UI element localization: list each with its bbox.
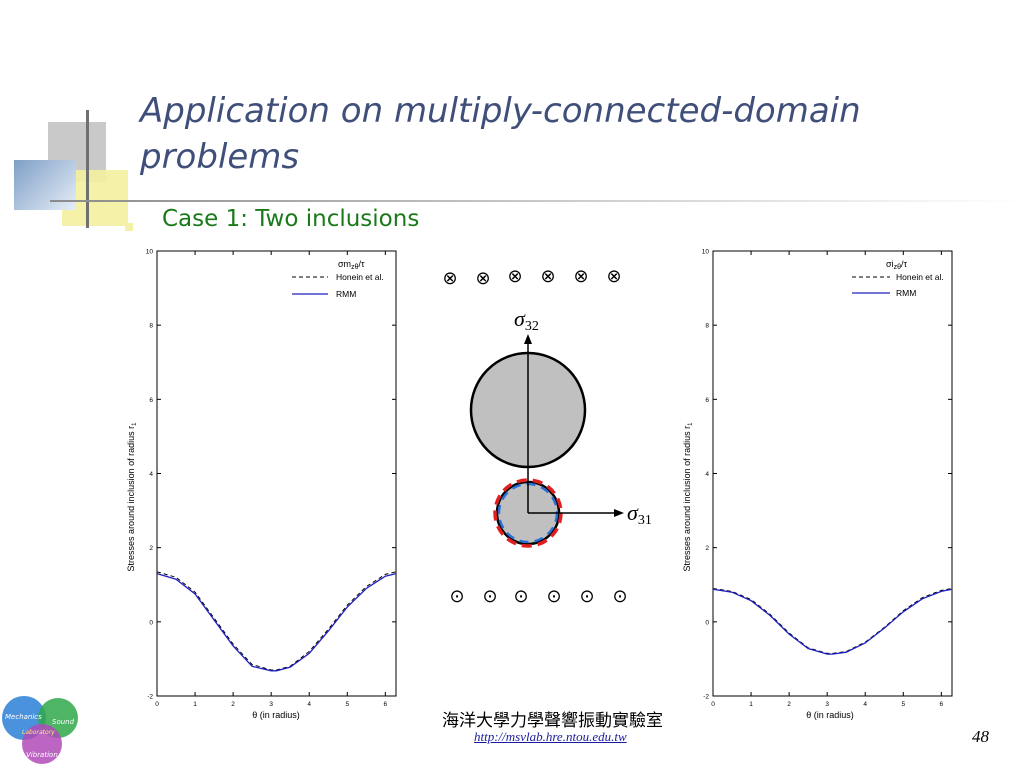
bullet-marker	[125, 223, 133, 231]
logo-circle-vibration	[22, 724, 62, 764]
into-page-symbol: ⊗	[540, 266, 555, 287]
out-of-page-symbol: ⊙	[513, 586, 528, 607]
x-tick-label: 4	[307, 701, 311, 708]
y-tick-label: 4	[149, 471, 153, 478]
x-tick-label: 1	[749, 701, 753, 708]
svg-text:Sound: Sound	[52, 718, 75, 726]
svg-text:Laboratory: Laboratory	[22, 729, 55, 736]
up-arrowhead	[524, 334, 532, 344]
series-line-rmm	[156, 572, 397, 672]
out-of-page-symbol: ⊙	[612, 586, 627, 607]
into-page-symbol: ⊗	[442, 268, 457, 289]
y-tick-label: -2	[703, 694, 709, 701]
into-page-symbol: ⊗	[507, 266, 522, 287]
out-of-page-symbol: ⊙	[579, 586, 594, 607]
x-tick-label: 5	[901, 701, 905, 708]
y-tick-label: 6	[149, 397, 153, 404]
x-tick-label: 6	[940, 701, 944, 708]
case-label: Case 1: Two inclusions	[162, 206, 420, 232]
legend-title: σmzθ/τ	[338, 259, 365, 271]
x-axis-label: θ (in radius)	[252, 710, 300, 720]
svg-text:Vibration: Vibration	[26, 751, 58, 759]
legend-label-rmm: RMM	[336, 289, 356, 299]
out-of-page-symbols: ⊙ ⊙ ⊙ ⊙ ⊙ ⊙	[449, 586, 627, 607]
x-tick-label: 3	[825, 701, 829, 708]
into-page-symbol: ⊗	[475, 268, 490, 289]
page-number: 48	[972, 727, 989, 746]
into-page-symbol: ⊗	[606, 266, 621, 287]
lab-url-link[interactable]: http://msvlab.hre.ntou.edu.tw	[474, 729, 627, 744]
y-tick-label: 0	[149, 619, 153, 626]
plot-frame	[712, 250, 953, 697]
series-line-honein-et-al-	[712, 588, 953, 654]
x-tick-label: 2	[231, 701, 235, 708]
out-of-page-symbol: ⊙	[482, 586, 497, 607]
legend-label-rmm: RMM	[896, 288, 916, 298]
into-page-symbols: ⊗ ⊗ ⊗ ⊗ ⊗ ⊗	[442, 266, 621, 289]
series-line-rmm	[712, 588, 953, 655]
x-tick-label: 1	[193, 701, 197, 708]
x-tick-label: 4	[863, 701, 867, 708]
decor-square-blue	[14, 160, 76, 210]
y-tick-label: -2	[147, 694, 153, 701]
y-axis-label: Stresses around inclusion of radius r1	[126, 422, 138, 572]
right-arrowhead	[614, 509, 624, 517]
y-tick-label: 10	[702, 249, 710, 256]
title-divider	[50, 200, 1024, 202]
msv-lab-logo: Mechanics Sound Laboratory Vibration	[2, 696, 78, 764]
sigma32-label: σ32	[514, 306, 539, 334]
plot-frame	[156, 250, 397, 697]
svg-text:Mechanics: Mechanics	[5, 713, 42, 721]
out-of-page-symbol: ⊙	[449, 586, 464, 607]
x-tick-label: 0	[155, 701, 159, 708]
x-tick-label: 5	[345, 701, 349, 708]
y-tick-label: 2	[149, 545, 153, 552]
y-tick-label: 6	[705, 397, 709, 404]
x-tick-label: 0	[711, 701, 715, 708]
x-axis-label: θ (in radius)	[806, 710, 854, 720]
y-tick-label: 8	[149, 323, 153, 330]
x-tick-label: 3	[269, 701, 273, 708]
decor-vertical-line	[86, 110, 89, 228]
x-tick-label: 2	[787, 701, 791, 708]
legend-label-honein: Honein et al.	[896, 272, 944, 282]
legend-label-honein: Honein et al.	[336, 272, 384, 282]
sigma31-label: σ31	[627, 500, 652, 528]
into-page-symbol: ⊗	[573, 266, 588, 287]
slide-title: Application on multiply-connected-domain…	[140, 91, 861, 177]
y-tick-label: 8	[705, 323, 709, 330]
y-tick-label: 10	[146, 249, 154, 256]
inclusion-diagram: ⊗ ⊗ ⊗ ⊗ ⊗ ⊗ σ32 σ31 ⊙ ⊙ ⊙ ⊙ ⊙ ⊙	[442, 266, 652, 607]
out-of-page-symbol: ⊙	[546, 586, 561, 607]
lab-name-chinese: 海洋大學力學聲響振動實驗室	[442, 711, 663, 731]
y-tick-label: 2	[705, 545, 709, 552]
x-tick-label: 6	[384, 701, 388, 708]
y-tick-label: 0	[705, 619, 709, 626]
y-axis-label: Stresses around inclusion of radius r1	[682, 422, 694, 572]
series-line-honein-et-al-	[156, 571, 397, 671]
y-tick-label: 4	[705, 471, 709, 478]
legend-title: σizθ/τ	[886, 259, 907, 271]
